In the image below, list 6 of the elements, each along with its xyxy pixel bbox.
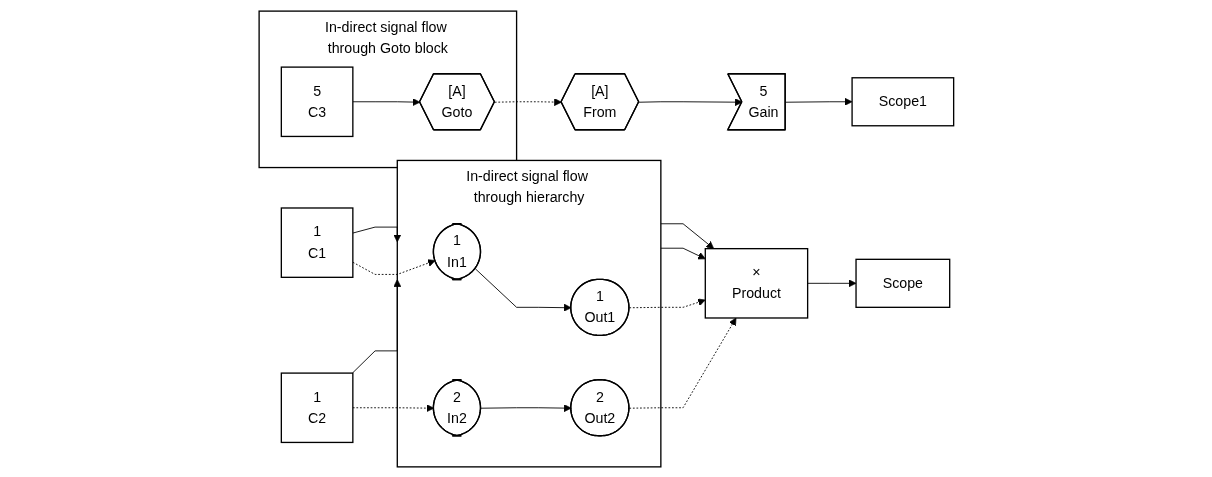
node-box: 1 C2 bbox=[280, 371, 354, 443]
node-box: 5 C3 bbox=[280, 65, 354, 137]
node-box: Scope bbox=[854, 258, 950, 308]
node-box: Scope1 bbox=[851, 76, 954, 126]
node-box: × Product bbox=[704, 247, 808, 319]
node-box: 1 C1 bbox=[280, 206, 354, 278]
